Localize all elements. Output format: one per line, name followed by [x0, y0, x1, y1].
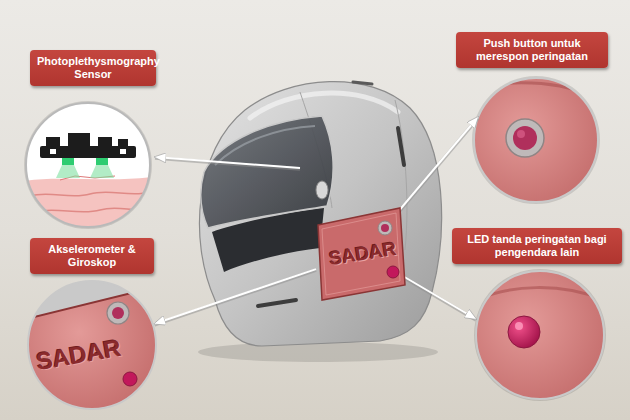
callout-text: Push button untuk merespon peringatan	[463, 37, 601, 63]
callout-text: Photoplethysmography Sensor	[37, 55, 149, 81]
zoom-circle: SADAR	[26, 279, 158, 411]
arrow-line	[155, 269, 316, 324]
callout-text: Akselerometer & Giroskop	[37, 243, 147, 269]
led-zoom-circle	[474, 269, 606, 401]
visor	[201, 116, 334, 228]
visor-pivot	[316, 181, 328, 199]
callout-label: Push button untuk merespon peringatan	[456, 32, 608, 68]
callout-label: Akselerometer & Giroskop	[30, 238, 154, 274]
push-button-zoom-circle	[472, 76, 600, 204]
helmet-shell	[198, 82, 442, 362]
ppg-zoom-circle	[20, 101, 160, 240]
leader-arrow	[155, 157, 300, 169]
leader-arrow	[396, 272, 476, 320]
arrow-shadow	[155, 270, 316, 325]
leader-arrow	[155, 269, 316, 325]
sensor-plate: SADAR	[316, 205, 408, 302]
callout-text: LED tanda peringatan bagi pengendara lai…	[459, 233, 615, 259]
callout-label: LED tanda peringatan bagi pengendara lai…	[452, 228, 622, 264]
callout-label: Photoplethysmography Sensor	[30, 50, 156, 86]
